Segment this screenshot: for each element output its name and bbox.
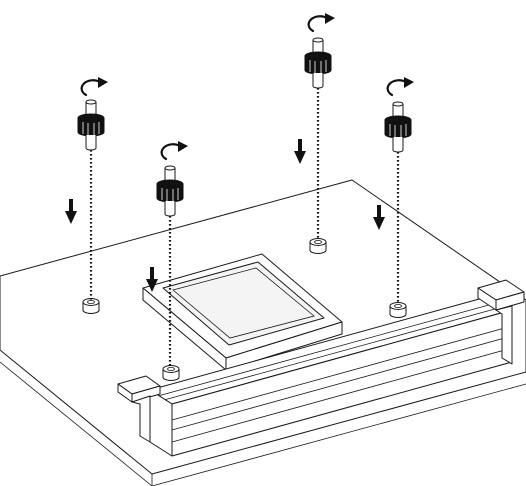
down-arrow-icon <box>65 199 77 224</box>
down-arrow-icon <box>294 139 306 164</box>
rotate-arrow-icon <box>80 77 108 97</box>
memory-slot <box>117 279 525 457</box>
down-arrow-icon <box>146 267 158 292</box>
standoff-3 <box>309 238 327 254</box>
screw-4 <box>384 101 412 153</box>
down-arrow-icon <box>373 205 385 230</box>
rotate-arrow-icon <box>160 141 188 161</box>
cpu-socket <box>142 253 343 371</box>
guide-lines <box>89 88 400 366</box>
rotate-arrow-icon <box>307 13 335 33</box>
standoff-2 <box>162 365 180 381</box>
screw-3 <box>304 37 332 89</box>
screw-2 <box>156 165 184 217</box>
screw-1 <box>77 99 105 151</box>
rotate-arrow-icon <box>386 77 414 97</box>
standoff-4 <box>389 302 407 318</box>
standoff-1 <box>82 298 100 314</box>
